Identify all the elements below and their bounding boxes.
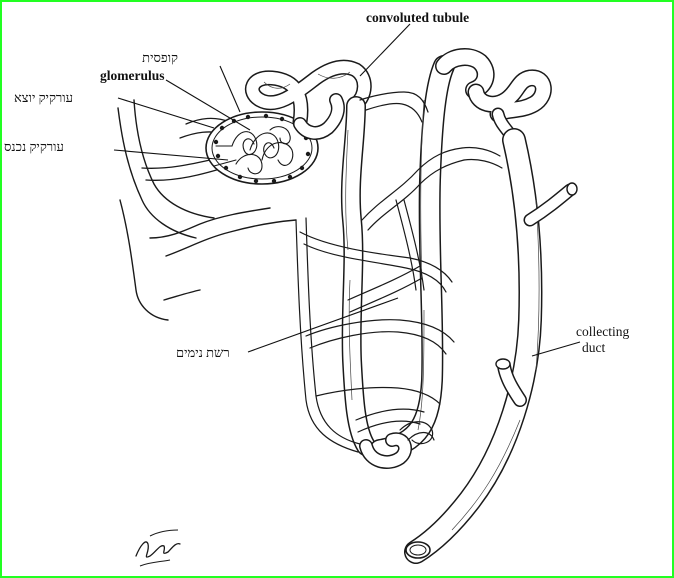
label-efferent-arteriole: עורקיק יוצא: [14, 90, 73, 105]
loop-of-henle-bottom: [359, 432, 412, 469]
label-glomerulus: glomerulus: [100, 68, 165, 83]
glomerulus-tuft: [213, 126, 294, 175]
label-convoluted-tubule: convoluted tubule: [366, 10, 469, 25]
ascending-limb: [369, 48, 495, 461]
label-duct: duct: [582, 340, 605, 355]
leader-efferent-arteriole: [117, 97, 215, 129]
leader-lines: [113, 23, 581, 357]
label-collecting: collecting: [576, 324, 629, 339]
artist-signature: [135, 529, 181, 567]
leader-capillary-network: [247, 297, 399, 353]
leader-collecting-duct: [531, 341, 581, 357]
label-capsule: קופסית: [142, 50, 178, 65]
capillary-network: [295, 91, 503, 453]
collecting-duct: [404, 128, 578, 564]
proximal-convoluted-tubule: [245, 59, 372, 140]
labels: convoluted tubule קופסית glomerulus עורק…: [4, 10, 629, 360]
leader-glomerulus: [165, 79, 251, 131]
descending-limb: [340, 96, 376, 456]
leader-capsule: [219, 65, 241, 113]
leader-afferent-arteriole: [113, 149, 229, 161]
bowman-capsule: [205, 111, 319, 185]
renal-artery-branches: [117, 99, 297, 321]
label-capillary-network: רשת נימים: [176, 345, 230, 360]
label-afferent-arteriole: עורקיק נכנס: [4, 139, 64, 154]
leader-convoluted-tubule: [359, 23, 411, 77]
